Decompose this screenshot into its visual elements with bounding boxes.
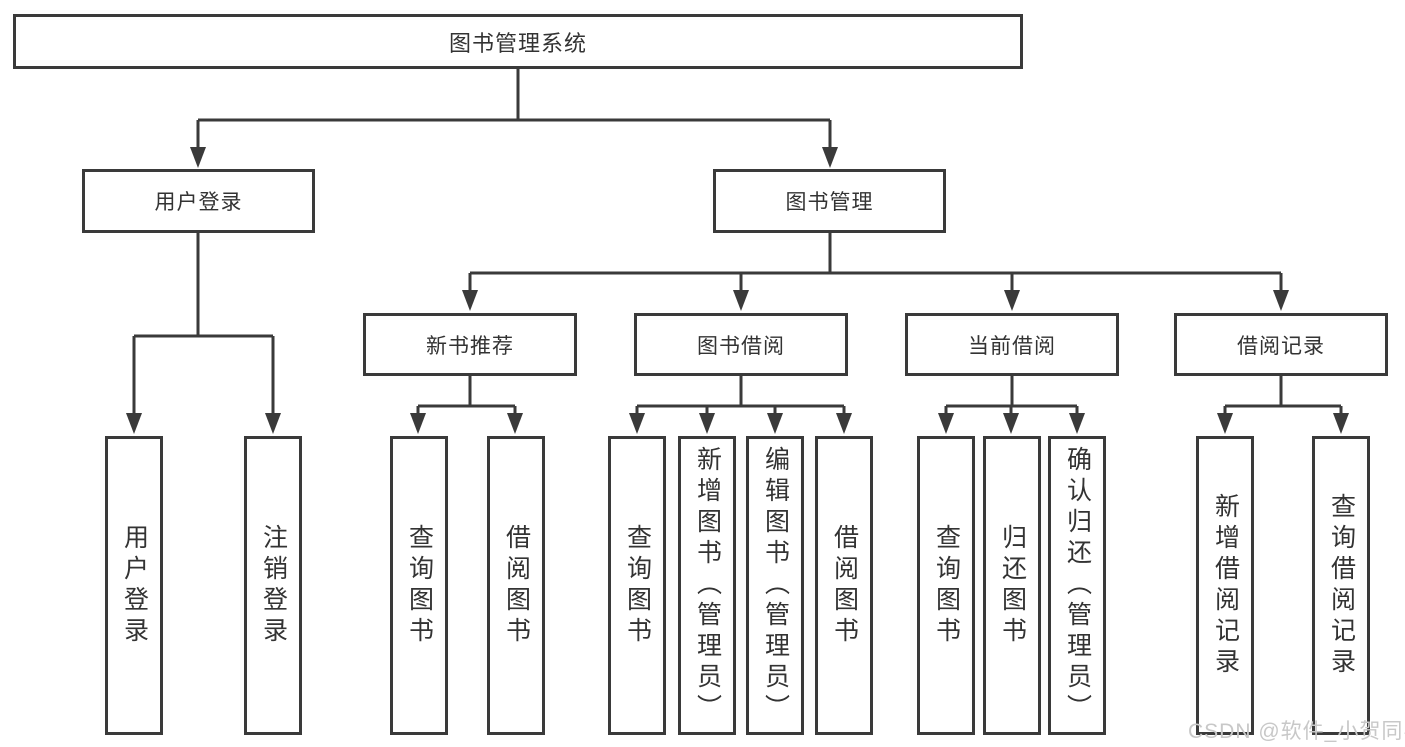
node-label: 查询图书 bbox=[932, 523, 961, 648]
node-label: 图书管理系统 bbox=[448, 30, 587, 56]
node-user-login: 用户登录 bbox=[82, 169, 315, 233]
node-label: 查询图书 bbox=[405, 523, 434, 648]
node-label: 用户登录 bbox=[120, 523, 149, 648]
node-leaf-user-login: 用户登录 bbox=[105, 436, 163, 735]
node-new-book-recommend: 新书推荐 bbox=[363, 313, 577, 376]
node-library-management-system: 图书管理系统 bbox=[13, 14, 1023, 69]
node-label: 当前借阅 bbox=[968, 334, 1056, 358]
node-book-management: 图书管理 bbox=[713, 169, 946, 233]
node-label: 用户登录 bbox=[154, 191, 243, 214]
node-label: 借阅图书 bbox=[502, 523, 531, 648]
arrowhead-icons bbox=[126, 147, 1349, 434]
node-leaf-edit-books-admin: 编辑图书（管理员） bbox=[746, 436, 804, 735]
node-leaf-borrow-books: 借阅图书 bbox=[487, 436, 545, 735]
node-label: 查询借阅记录 bbox=[1327, 492, 1356, 679]
node-label: 编辑图书（管理员） bbox=[761, 446, 790, 725]
node-label: 新书推荐 bbox=[426, 334, 514, 358]
node-borrowing-records: 借阅记录 bbox=[1174, 313, 1388, 376]
node-label: 图书管理 bbox=[785, 191, 874, 214]
node-label: 新增借阅记录 bbox=[1211, 492, 1240, 679]
node-leaf-logout: 注销登录 bbox=[244, 436, 302, 735]
node-leaf-query-books: 查询图书 bbox=[390, 436, 448, 735]
node-leaf-query-books: 查询图书 bbox=[917, 436, 975, 735]
node-leaf-query-books: 查询图书 bbox=[608, 436, 666, 735]
node-label: 图书借阅 bbox=[697, 334, 785, 358]
node-current-borrowing: 当前借阅 bbox=[905, 313, 1119, 376]
csdn-watermark: CSDN @软件_小贺同学 bbox=[1188, 720, 1405, 743]
node-leaf-borrow-books: 借阅图书 bbox=[815, 436, 873, 735]
node-leaf-confirm-return-admin: 确认归还（管理员） bbox=[1048, 436, 1106, 735]
node-label: 借阅图书 bbox=[830, 523, 859, 648]
node-label: 查询图书 bbox=[623, 523, 652, 648]
node-leaf-return-books: 归还图书 bbox=[983, 436, 1041, 735]
node-label: 新增图书（管理员） bbox=[693, 446, 722, 725]
node-book-borrowing: 图书借阅 bbox=[634, 313, 848, 376]
node-label: 确认归还（管理员） bbox=[1063, 446, 1092, 725]
node-leaf-query-borrow-record: 查询借阅记录 bbox=[1312, 436, 1370, 735]
node-leaf-add-books-admin: 新增图书（管理员） bbox=[678, 436, 736, 735]
node-label: 注销登录 bbox=[259, 523, 288, 648]
node-leaf-add-borrow-record: 新增借阅记录 bbox=[1196, 436, 1254, 735]
node-label: 借阅记录 bbox=[1237, 334, 1325, 358]
node-label: 归还图书 bbox=[998, 523, 1027, 648]
